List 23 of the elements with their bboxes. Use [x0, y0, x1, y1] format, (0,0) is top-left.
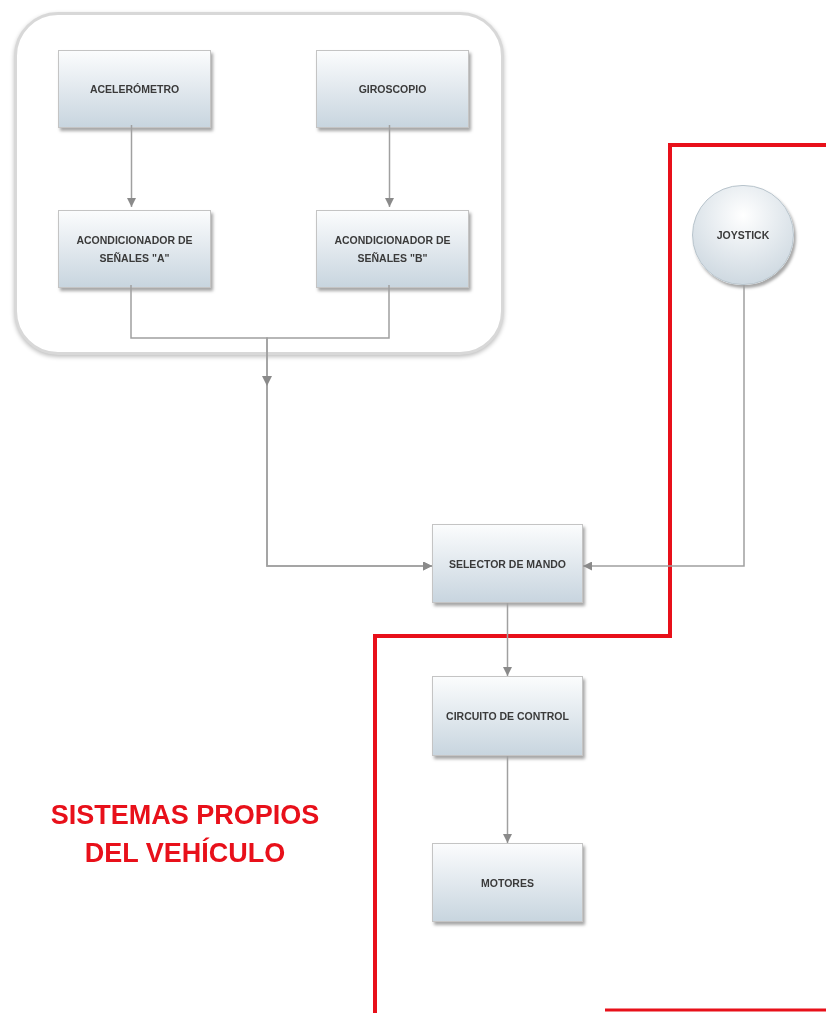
- process-box: [316, 210, 469, 288]
- process-box: [316, 50, 469, 128]
- connector-arrow: [582, 284, 745, 571]
- node-label: ACONDICIONADOR DE SEÑALES "A": [75, 233, 194, 266]
- process-box: [58, 210, 211, 288]
- node-label: JOYSTICK: [715, 228, 771, 243]
- node-label: MOTORES: [480, 875, 535, 891]
- process-box: [432, 843, 583, 922]
- region-label: SISTEMAS PROPIOS DEL VEHÍCULO: [49, 799, 321, 870]
- connector-arrow: [127, 124, 136, 208]
- connector-arrow: [503, 755, 512, 844]
- node-label: CIRCUITO DE CONTROL: [445, 709, 570, 724]
- group-container: [14, 12, 504, 355]
- node-label: GIROSCOPIO: [357, 82, 428, 97]
- process-box: [432, 676, 583, 756]
- connector-arrow: [385, 124, 394, 208]
- node-label: SELECTOR DE MANDO: [447, 556, 568, 572]
- connector-arrow: [266, 284, 433, 571]
- node-label: ACONDICIONADOR DE SEÑALES "B": [333, 233, 452, 266]
- node-label: ACELERÓMETRO: [88, 82, 181, 97]
- connector-arrow: [503, 602, 512, 677]
- process-box: [58, 50, 211, 128]
- process-box: [432, 524, 583, 603]
